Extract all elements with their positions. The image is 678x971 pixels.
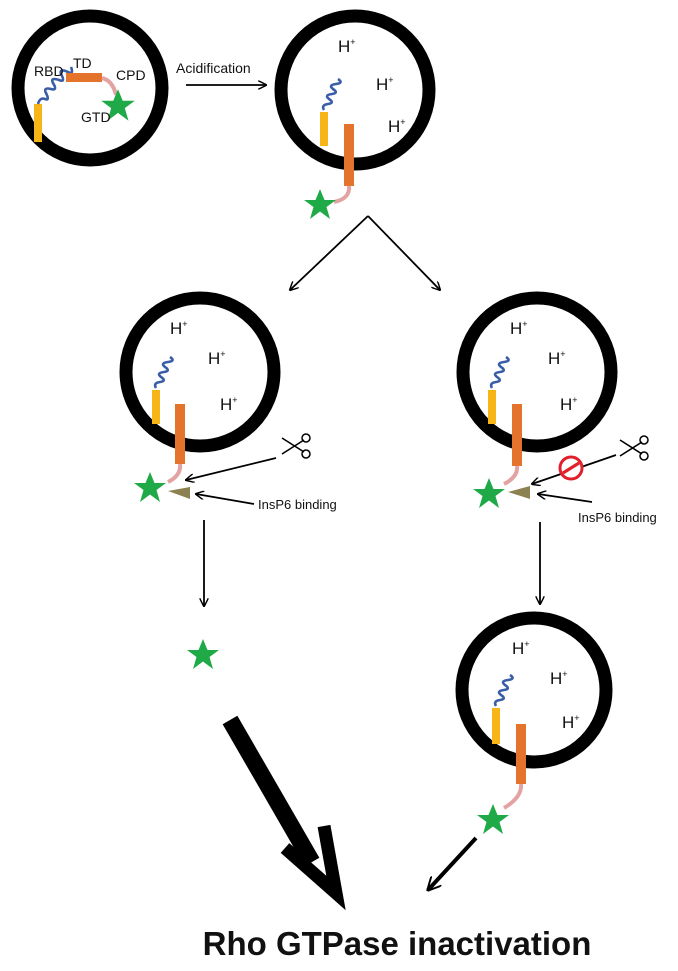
label-cpd: CPD — [116, 67, 146, 83]
split-arrow-left — [290, 215, 369, 290]
td-bar — [516, 724, 526, 784]
anchor-bar — [492, 708, 500, 744]
vesicle-acidified: H+ H+ H+ — [274, 9, 436, 219]
insp6-label: InsP6 binding — [578, 510, 657, 525]
proton-label: H+ — [550, 669, 568, 688]
no-entry-icon — [558, 455, 584, 481]
rbd-helix — [36, 66, 74, 105]
final-outcome-label: Rho GTPase inactivation — [203, 925, 592, 962]
proton-label: H+ — [560, 395, 578, 414]
proton-label: H+ — [562, 713, 580, 732]
label-rbd: RBD — [34, 63, 64, 79]
label-td: TD — [73, 55, 92, 71]
endosome-membrane — [119, 291, 281, 453]
anchor-bar — [34, 104, 42, 142]
proton-label: H+ — [548, 349, 566, 368]
cpd-linker — [101, 76, 118, 96]
rbd-helix — [493, 673, 514, 707]
proton-label: H+ — [510, 319, 528, 338]
split-arrow-right — [367, 215, 440, 290]
acidification-label: Acidification — [176, 60, 251, 76]
released-gtd-star — [187, 639, 219, 669]
anchor-bar — [152, 390, 160, 424]
gtd-star — [473, 478, 505, 508]
td-bar — [344, 124, 354, 186]
td-bar — [66, 73, 102, 82]
proton-label: H+ — [338, 37, 356, 56]
insp6-arrow — [538, 494, 593, 503]
scissors-icon — [619, 435, 649, 461]
insp6-wedge — [508, 486, 530, 499]
cpd-linker — [167, 463, 183, 484]
endosome-membrane — [274, 9, 436, 171]
endosome-membrane — [456, 291, 618, 453]
proton-label: H+ — [376, 75, 394, 94]
vesicle-neutral: RBD TD CPD GTD — [11, 9, 169, 167]
endosome-membrane — [455, 611, 613, 769]
td-bar — [175, 404, 185, 464]
thick-arrow-left — [222, 715, 346, 911]
rbd-helix — [489, 355, 510, 389]
proton-label: H+ — [388, 117, 406, 136]
vesicle-blocked-cleavage: H+ H+ H+ — [456, 291, 618, 508]
anchor-bar — [320, 112, 328, 146]
thin-arrow-right — [428, 836, 478, 890]
vesicle-cleavage: H+ H+ H+ — [119, 291, 281, 502]
scissors-icon — [281, 433, 311, 459]
label-gtd: GTD — [81, 109, 111, 125]
cpd-linker — [502, 783, 524, 810]
td-bar — [512, 404, 522, 466]
proton-label: H+ — [220, 395, 238, 414]
proton-label: H+ — [208, 349, 226, 368]
gtd-star — [304, 189, 336, 219]
endosome-membrane — [11, 9, 169, 167]
insp6-wedge — [168, 487, 190, 499]
gtd-star — [134, 472, 166, 502]
rbd-helix — [153, 355, 174, 389]
proton-label: H+ — [170, 319, 188, 338]
insp6-label: InsP6 binding — [258, 497, 337, 512]
insp6-arrow — [196, 494, 255, 505]
anchor-bar — [488, 390, 496, 424]
vesicle-uncleaved: H+ H+ H+ — [455, 611, 613, 834]
rbd-helix — [321, 77, 342, 111]
gtd-star — [477, 804, 509, 834]
proton-label: H+ — [512, 639, 530, 658]
cpd-linker — [503, 465, 520, 486]
cpd-linker — [333, 185, 352, 204]
cleavage-arrow — [186, 457, 277, 480]
